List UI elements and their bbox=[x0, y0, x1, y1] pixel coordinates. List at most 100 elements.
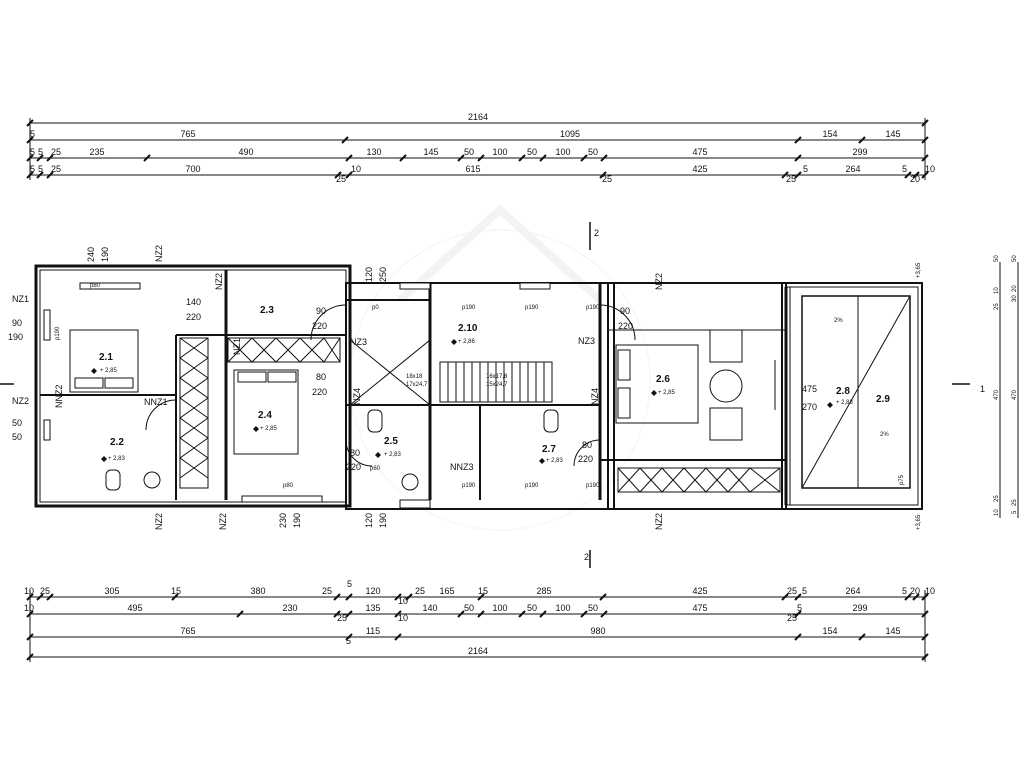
dim-top3-13: 20 bbox=[910, 174, 920, 184]
bed-2-6 bbox=[615, 344, 699, 424]
sill-4: p190 bbox=[462, 305, 476, 311]
dim-top2-9: 50 bbox=[527, 147, 537, 157]
tag-nz3-right: NZ3 bbox=[578, 336, 595, 346]
stair-label-0: 18x18 bbox=[406, 374, 423, 380]
dim-bot2-13: 25 bbox=[787, 613, 797, 623]
dim-top1-2: 1095 bbox=[560, 129, 580, 139]
dim-top2-13: 299 bbox=[852, 147, 867, 157]
op-190: 190 bbox=[100, 247, 110, 262]
room-2-1-number: 2.1 bbox=[99, 352, 113, 363]
op-250: 250 bbox=[378, 267, 388, 282]
dim-bot1-15: 5 bbox=[802, 586, 807, 596]
sill-2: p190 bbox=[55, 326, 61, 340]
furniture bbox=[69, 329, 776, 491]
level-marks: +3,65 +3,65 bbox=[916, 262, 922, 530]
relev-1: 50 bbox=[1012, 255, 1018, 262]
dim-top2-6: 145 bbox=[423, 147, 438, 157]
dim-bot3-2: 115 bbox=[366, 626, 380, 636]
dim-top2-1: 5 bbox=[38, 147, 43, 157]
dim-bot2-0: 10 bbox=[24, 603, 34, 613]
dim-top1-0: 5 bbox=[30, 129, 35, 139]
op-80b: 80 bbox=[350, 448, 360, 458]
op-50a: 50 bbox=[12, 418, 22, 428]
dim-bot2-3: 25 bbox=[337, 613, 347, 623]
sill-1: p80 bbox=[283, 483, 294, 489]
sill-6: p190 bbox=[586, 305, 600, 311]
wardrobes bbox=[179, 337, 781, 493]
op-220: 220 bbox=[186, 312, 201, 322]
dim-top3-5: 10 bbox=[351, 164, 361, 174]
right-elevation-values: 50 50 25 10 20 30 470 470 25 10 25 5 bbox=[994, 255, 1018, 516]
tag-nz2-left: NZ2 bbox=[12, 396, 29, 406]
dim-top3-10: 5 bbox=[803, 164, 808, 174]
dim-bot1-5: 25 bbox=[322, 586, 332, 596]
dim-bot2-4: 135 bbox=[365, 603, 380, 613]
dim-bot1-11: 15 bbox=[478, 586, 488, 596]
tag-nz2-bottom-left: NZ2 bbox=[154, 513, 164, 530]
room-2-2-number: 2.2 bbox=[110, 437, 124, 448]
op-50b: 50 bbox=[12, 432, 22, 442]
op-220e: 220 bbox=[618, 321, 633, 331]
top-dimension-ticks bbox=[26, 119, 929, 179]
dim-bot1-9: 25 bbox=[415, 586, 425, 596]
dim-bot3-0: 765 bbox=[180, 626, 195, 636]
relev-3: 10 bbox=[994, 287, 1000, 294]
door-swings bbox=[145, 304, 636, 467]
tag-nz3-left: NZ3 bbox=[350, 337, 367, 347]
room-2-4-number: 2.4 bbox=[258, 410, 272, 421]
sill-10: p190 bbox=[586, 483, 600, 489]
tag-nz2-mid: NZ2 bbox=[214, 273, 224, 290]
dim-top2-12: 475 bbox=[692, 147, 707, 157]
bed-2-1 bbox=[69, 329, 139, 393]
sill-labels: p80 p80 p190 p0 p190 p190 p190 p60 p190 … bbox=[55, 283, 905, 489]
toilet-2-2 bbox=[143, 471, 161, 489]
tag-nz2-top-right: NZ2 bbox=[654, 273, 664, 290]
tag-nz2-top-left: NZ2 bbox=[154, 245, 164, 262]
right-elevation-dims bbox=[999, 262, 1019, 518]
walls bbox=[34, 264, 923, 510]
op-90b: 90 bbox=[316, 306, 326, 316]
element-tags: NZ1 NZ2 NZ2 NNZ1 NNZ2 NZ2 NZ2 NZ3 NZ4 NN… bbox=[12, 245, 664, 530]
dim-bot2-1: 495 bbox=[127, 603, 142, 613]
level-mark-1: +3,65 bbox=[916, 514, 922, 530]
sill-3: p0 bbox=[372, 305, 379, 311]
room-2-6-level: + 2,85 bbox=[658, 390, 676, 396]
room-2-10-level: + 2,86 bbox=[458, 339, 476, 345]
room-2-4-level: + 2,85 bbox=[260, 426, 278, 432]
op-240: 240 bbox=[86, 247, 96, 262]
room-2-8-level: + 2,83 bbox=[836, 400, 854, 406]
dim-bot2-10: 100 bbox=[555, 603, 570, 613]
bottom-dimension-values: 10 25 305 15 380 25 5 120 10 25 165 15 2… bbox=[24, 579, 935, 656]
op-220c: 220 bbox=[312, 387, 327, 397]
section-label-2: 1 bbox=[980, 384, 985, 394]
dim-bot3-5: 145 bbox=[885, 626, 900, 636]
op-140: 140 bbox=[186, 297, 201, 307]
op-190c: 190 bbox=[292, 513, 302, 528]
sill-5: p190 bbox=[525, 305, 539, 311]
tag-nz2-bottom-right: NZ2 bbox=[654, 513, 664, 530]
dim-bot1-18: 20 bbox=[910, 586, 920, 596]
dim-top3-9: 25 bbox=[786, 174, 796, 184]
tag-nz4-right: NZ4 bbox=[590, 388, 600, 405]
dim-overall-bottom: 2164 bbox=[468, 646, 488, 656]
dim-bot3-1: 5 bbox=[346, 636, 351, 646]
op-90c: 90 bbox=[620, 306, 630, 316]
dim-top2-7: 50 bbox=[464, 147, 474, 157]
stair-label-2: 16x17,8 bbox=[486, 374, 508, 380]
level-markers bbox=[91, 339, 833, 464]
watermark bbox=[349, 204, 651, 531]
dim-bot2-5: 10 bbox=[398, 613, 408, 623]
level-mark-0: +3,65 bbox=[916, 262, 922, 278]
room-2-6-number: 2.6 bbox=[656, 374, 670, 385]
bed-2-4 bbox=[233, 369, 299, 455]
dim-bot2-6: 140 bbox=[422, 603, 437, 613]
tag-nnz3: NNZ3 bbox=[450, 462, 474, 472]
sill-11: p75 bbox=[899, 474, 905, 485]
relev-11: 5 bbox=[1012, 510, 1018, 514]
dim-top2-2: 25 bbox=[51, 147, 61, 157]
dim-bot1-17: 5 bbox=[902, 586, 907, 596]
dim-bot1-10: 165 bbox=[439, 586, 454, 596]
bottom-dimension-lines bbox=[29, 590, 926, 662]
dim-bot2-11: 50 bbox=[588, 603, 598, 613]
